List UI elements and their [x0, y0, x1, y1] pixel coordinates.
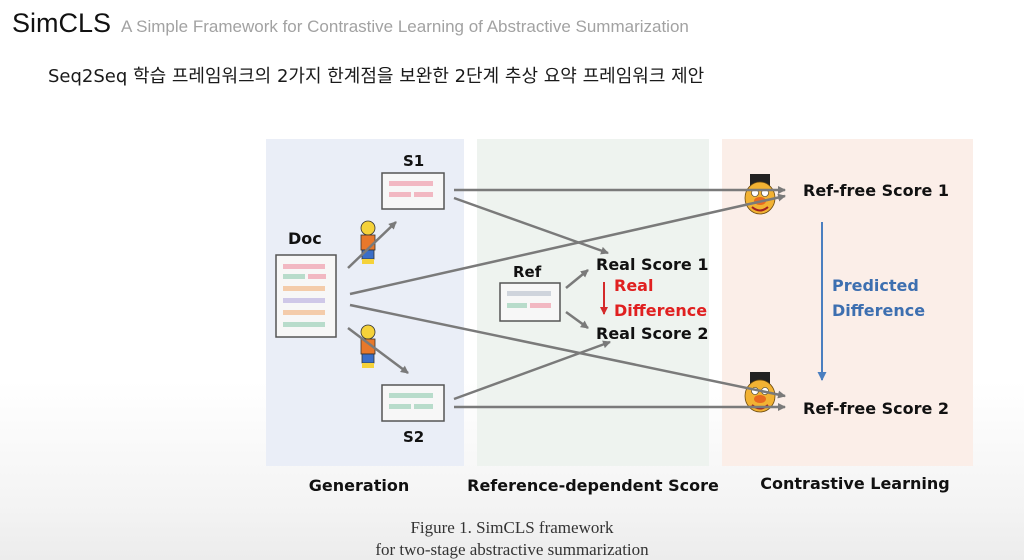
arrow-doc-to-s2 — [347, 327, 409, 374]
figure-caption-line1: Figure 1. SimCLS framework — [410, 518, 614, 537]
slide-subtitle: Seq2Seq 학습 프레임워크의 2가지 한계점을 보완한 2단계 추상 요약… — [48, 66, 705, 87]
arrow-ref-to-real-2 — [565, 310, 589, 330]
ref-box — [499, 282, 561, 322]
real-difference-label-line1: Real — [614, 276, 653, 295]
stage-reference-label: Reference-dependent Score — [467, 476, 719, 495]
stage-contrastive-label: Contrastive Learning — [760, 474, 949, 493]
figure-caption-line2: for two-stage abstractive summarization — [375, 540, 649, 559]
s1-box — [381, 172, 445, 210]
arrow-ref-to-real-1 — [565, 269, 589, 289]
real-score-1-label: Real Score 1 — [596, 255, 708, 274]
arrow-s1-to-real-1 — [453, 196, 609, 255]
s1-label: S1 — [403, 152, 424, 170]
doc-box — [275, 254, 337, 338]
real-score-2-label: Real Score 2 — [596, 324, 708, 343]
predicted-difference-label-line1: Predicted — [832, 276, 919, 295]
ref-free-score-1-label: Ref-free Score 1 — [803, 181, 949, 200]
title-subtitle: A Simple Framework for Contrastive Learn… — [121, 17, 689, 36]
arrow-doc-to-s1 — [347, 221, 397, 269]
ref-label: Ref — [513, 263, 542, 281]
s2-label: S2 — [403, 428, 424, 446]
arrow-doc-to-ref-free-2 — [349, 303, 786, 399]
real-difference-label-line2: Difference — [614, 301, 707, 320]
arrow-doc-to-ref-free-1 — [349, 193, 786, 296]
predicted-difference-label-line2: Difference — [832, 301, 925, 320]
slide-title: SimCLS A Simple Framework for Contrastive… — [12, 8, 689, 39]
ref-free-score-2-label: Ref-free Score 2 — [803, 399, 949, 418]
stage-generation-label: Generation — [309, 476, 409, 495]
s2-box — [381, 384, 445, 422]
generator-character-icon-bottom — [360, 324, 376, 368]
flow-arrows — [347, 186, 786, 411]
arrow-s2-to-real-2 — [453, 340, 611, 401]
title-main: SimCLS — [12, 8, 112, 38]
doc-label: Doc — [288, 229, 322, 248]
